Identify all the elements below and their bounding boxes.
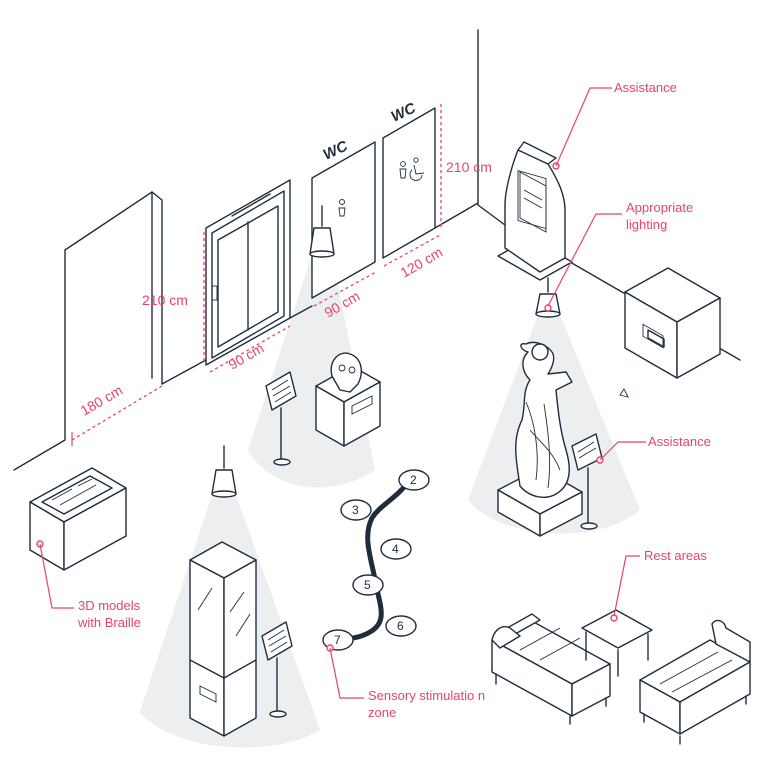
info-stand-showcase <box>261 621 293 718</box>
svg-text:5: 5 <box>364 578 371 592</box>
lamp-statue <box>535 277 561 318</box>
elevator-height-label: 210 cm <box>142 292 188 308</box>
models-braille-label: 3D models with Braille <box>77 598 144 630</box>
svg-text:3: 3 <box>352 503 359 517</box>
svg-text:4: 4 <box>392 542 399 556</box>
sofa-left <box>491 613 611 725</box>
accessible-wc-door: WC 210 cm 120 cm <box>382 99 492 281</box>
svg-text:2: 2 <box>410 473 417 487</box>
hopscotch-circle-4: 4 <box>380 538 412 560</box>
assistance-stand-label: Assistance <box>648 434 711 449</box>
door-dimension: 180 cm <box>71 382 163 446</box>
callout-leaders <box>39 87 646 699</box>
hopscotch-circle-6: 6 <box>385 615 417 637</box>
assistance-kiosk-label: Assistance <box>614 80 677 95</box>
sensory-zone-label: Sensory stimulatio n zone <box>368 688 489 720</box>
rest-area <box>491 609 751 745</box>
side-table <box>581 609 653 677</box>
sensory-path: 2 3 4 5 6 7 <box>322 469 430 652</box>
svg-text:6: 6 <box>397 619 404 633</box>
rest-areas-label: Rest areas <box>644 548 707 563</box>
hopscotch-circle-3: 3 <box>340 499 372 521</box>
lamps <box>211 205 561 498</box>
appropriate-lighting-label: Appropriate lighting <box>626 200 697 232</box>
braille-model-table <box>29 467 127 571</box>
elevator: 210 cm 90 cm <box>142 179 291 373</box>
assistance-kiosk <box>497 141 573 281</box>
lamp-showcase <box>211 445 237 498</box>
statue <box>497 341 583 537</box>
door-width-label: 180 cm <box>78 382 126 419</box>
skull-exhibit <box>315 352 381 447</box>
hopscotch-circle-2: 2 <box>398 469 430 491</box>
wall-cabinet <box>619 267 721 398</box>
glass-showcase <box>189 541 257 737</box>
callout-labels: Assistance Appropriate lighting Assistan… <box>77 80 711 720</box>
hopscotch-circle-5: 5 <box>352 574 384 596</box>
accessible-wc-height-label: 210 cm <box>446 159 492 175</box>
svg-text:7: 7 <box>334 633 341 647</box>
lamp-wc <box>309 205 335 258</box>
accessible-wc-width-label: 120 cm <box>398 244 446 281</box>
info-stand-skull <box>265 371 297 466</box>
sofa-right <box>639 619 751 745</box>
